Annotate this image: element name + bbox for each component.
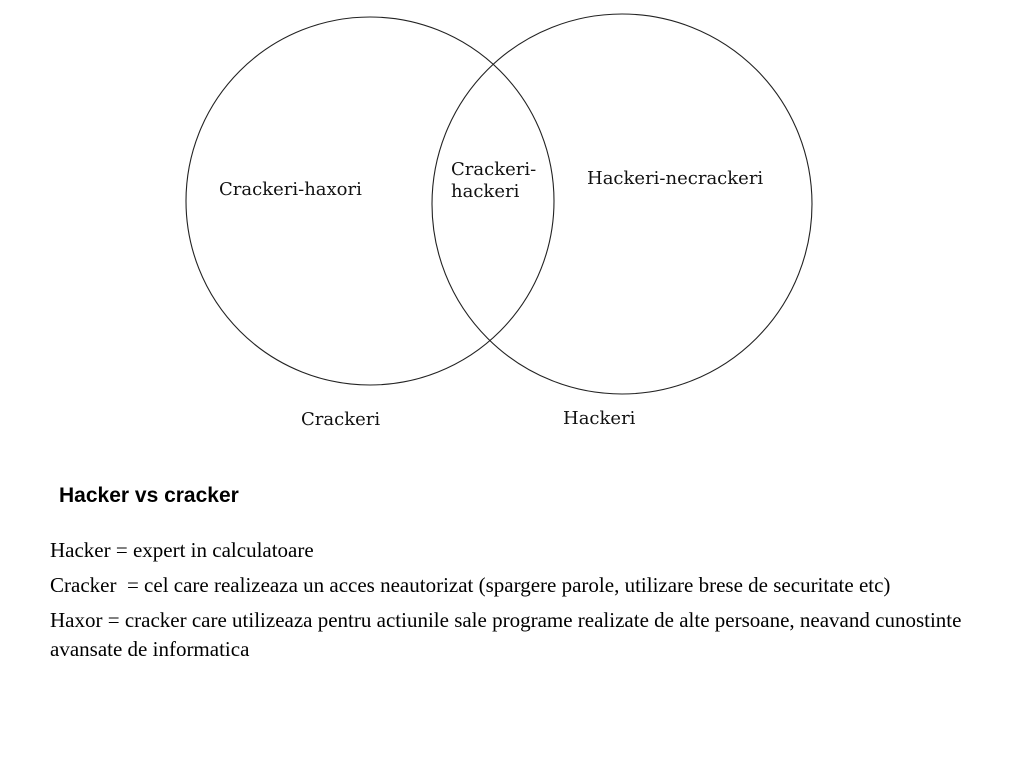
region-label-hackeri-necrackeri: Hackeri-necrackeri: [587, 168, 763, 189]
region-label-crackeri-haxori: Crackeri-haxori: [219, 179, 362, 200]
definition-hacker: Hacker = expert in calculatoare: [50, 538, 314, 562]
crackeri-circle: [185, 16, 555, 386]
definitions-list: Hacker = expert in calculatoare Cracker …: [50, 536, 990, 670]
venn-diagram: Crackeri-haxori Crackeri- hackeri Hacker…: [185, 13, 813, 430]
region-label-crackeri-hackeri-line2: hackeri: [451, 181, 520, 202]
section-title: Hacker vs cracker: [59, 484, 239, 507]
set-label-crackeri: Crackeri: [301, 409, 380, 430]
definition-haxor: Haxor = cracker care utilizeaza pentru a…: [50, 608, 962, 661]
hackeri-circle: [431, 13, 813, 395]
definition-cracker: Cracker = cel care realizeaza un acces n…: [50, 573, 891, 597]
set-label-hackeri: Hackeri: [563, 408, 636, 429]
region-label-crackeri-hackeri-line1: Crackeri-: [451, 159, 536, 180]
